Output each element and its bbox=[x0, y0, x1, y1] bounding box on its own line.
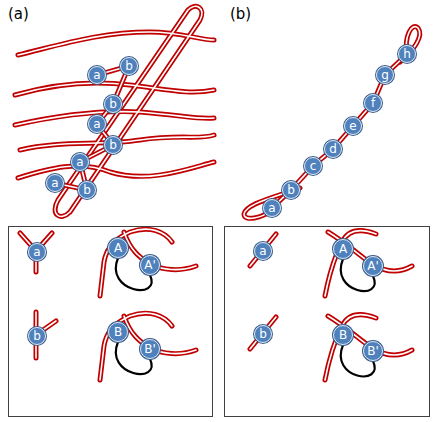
strand-link bbox=[116, 74, 125, 95]
strand-link bbox=[88, 149, 105, 158]
site-letter: b bbox=[83, 184, 91, 196]
site-letter: B bbox=[114, 326, 122, 338]
strand-link bbox=[64, 185, 78, 188]
site-circle: b bbox=[78, 181, 96, 199]
site-letter: a bbox=[259, 245, 266, 257]
site-circle: B bbox=[108, 322, 128, 342]
site-circle: B' bbox=[140, 339, 160, 359]
site-circle: b bbox=[254, 325, 272, 343]
site-letter: B bbox=[339, 329, 347, 341]
site-letter: a bbox=[93, 118, 100, 130]
site-letter: a bbox=[33, 246, 40, 258]
strand-link bbox=[359, 110, 367, 119]
site-letter: a bbox=[51, 177, 58, 189]
site-circle: A' bbox=[363, 256, 383, 276]
site-circle: a bbox=[254, 242, 272, 260]
site-letter: a bbox=[76, 156, 83, 168]
detail-panel: ≡≡aAA'bBB' bbox=[224, 226, 430, 417]
site-circle: b bbox=[104, 95, 122, 113]
site-letter: d bbox=[329, 143, 337, 155]
site-circle: a bbox=[28, 243, 46, 261]
site-letter: c bbox=[310, 160, 317, 172]
site-circle: a bbox=[88, 66, 106, 84]
strand-link bbox=[297, 173, 307, 184]
site-circle: d bbox=[324, 140, 342, 158]
strand-link bbox=[392, 60, 401, 69]
site-letter: B' bbox=[367, 345, 379, 357]
site-letter: A' bbox=[144, 259, 156, 271]
site-circle: b bbox=[282, 181, 300, 199]
site-letter: b bbox=[125, 60, 133, 72]
site-circle: c bbox=[304, 157, 322, 175]
site-circle: b bbox=[28, 327, 46, 345]
site-letter: b bbox=[33, 330, 41, 342]
site-circle: a bbox=[71, 153, 89, 171]
site-circle: b bbox=[104, 136, 122, 154]
site-circle: h bbox=[398, 45, 416, 63]
site-circle: a bbox=[263, 199, 281, 217]
site-circle: a bbox=[46, 174, 64, 192]
strand-link bbox=[279, 196, 285, 202]
site-circle: a bbox=[88, 115, 106, 133]
site-letter: b bbox=[287, 184, 295, 196]
strand-link bbox=[320, 155, 326, 160]
strand-link bbox=[339, 133, 347, 142]
site-letter: g bbox=[381, 69, 389, 81]
site-letter: h bbox=[403, 48, 411, 60]
site-circle: B bbox=[333, 325, 353, 345]
site-letter: a bbox=[93, 69, 100, 81]
site-letter: b bbox=[109, 98, 117, 110]
site-letter: A bbox=[339, 243, 347, 255]
site-letter: a bbox=[268, 202, 275, 214]
site-circle: A' bbox=[140, 255, 160, 275]
panel-label: (a) bbox=[8, 6, 29, 22]
site-circle: f bbox=[364, 94, 382, 112]
site-circle: A bbox=[108, 238, 128, 258]
site-letter: f bbox=[371, 97, 375, 109]
detail-panel: ≡≡aAA'bBB' bbox=[8, 226, 213, 417]
strand-link bbox=[106, 68, 121, 72]
strand-link bbox=[377, 83, 382, 94]
site-circle: b bbox=[120, 57, 138, 75]
site-letter: b bbox=[259, 328, 267, 340]
strand-link bbox=[103, 111, 108, 117]
site-letter: e bbox=[349, 120, 356, 132]
site-circle: A bbox=[333, 239, 353, 259]
site-circle: e bbox=[344, 117, 362, 135]
site-letter: B' bbox=[144, 343, 156, 355]
site-circle: B' bbox=[363, 341, 383, 361]
strand-link bbox=[82, 171, 85, 182]
panel-label: (b) bbox=[230, 6, 251, 22]
site-letter: A' bbox=[367, 260, 379, 272]
site-letter: A bbox=[114, 242, 122, 254]
site-letter: b bbox=[109, 139, 117, 151]
site-circle: g bbox=[376, 66, 394, 84]
